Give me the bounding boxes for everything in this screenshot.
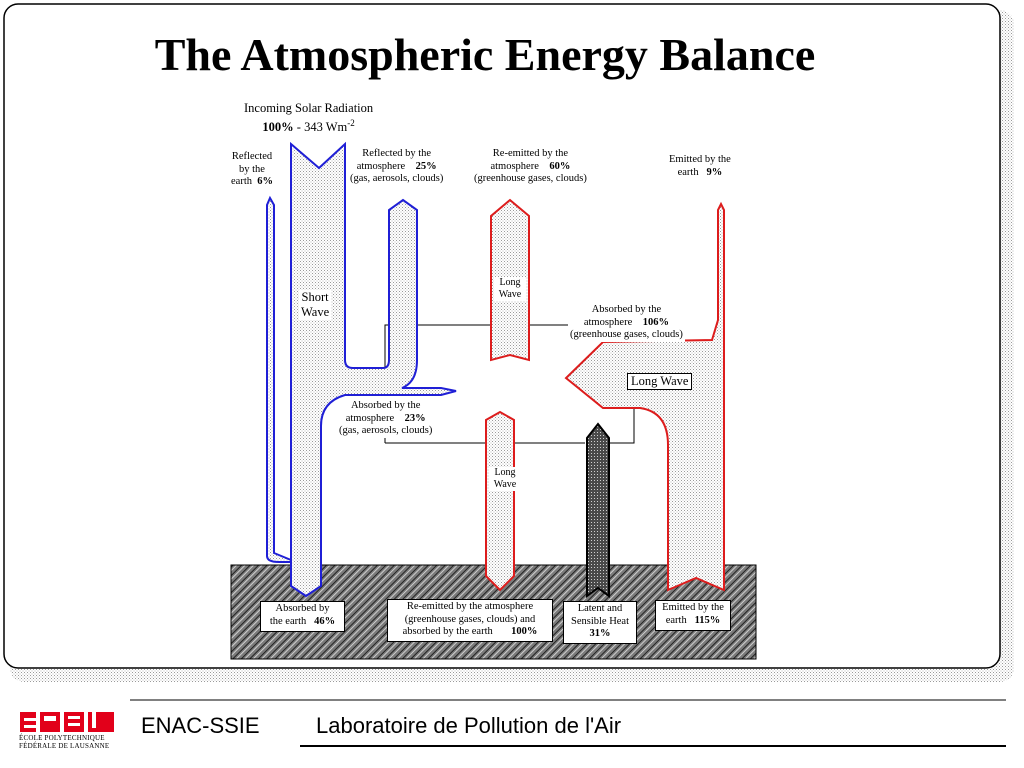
- long-wave-bottom-arrow: [485, 410, 515, 592]
- reemitted-atm-label: Re-emitted by the atmosphere 60% (greenh…: [474, 148, 587, 184]
- footer-dept: ENAC-SSIE: [141, 713, 260, 738]
- absorbed-earth-box: Absorbed by the earth 46%: [260, 601, 345, 632]
- latent-heat-arrow: [586, 422, 610, 598]
- emitted-earth-shape: [564, 201, 725, 592]
- absorbed-atm-106-label: Absorbed by the atmosphere 106% (greenho…: [568, 304, 685, 342]
- incoming-solar-label: Incoming Solar Radiation 100% - 343 Wm-2: [244, 101, 374, 135]
- emitted-earth-box: Emitted by the earth 115%: [655, 600, 731, 631]
- reflected-earth-arrow: [266, 195, 292, 563]
- epfl-logo-mark: [20, 712, 114, 732]
- long-wave-bottom-label: Long Wave: [489, 467, 521, 491]
- reemitted-earth-box: Re-emitted by the atmosphere (greenhouse…: [387, 599, 553, 642]
- latent-heat-box: Latent and Sensible Heat 31%: [563, 601, 637, 644]
- reflected-earth-label: Reflected by the earth 6%: [231, 151, 273, 187]
- emitted-atm-label: Emitted by the earth 9%: [669, 154, 731, 178]
- short-wave-label: Short Wave: [299, 290, 332, 320]
- reflected-atm-label: Reflected by the atmosphere 25% (gas, ae…: [350, 148, 444, 184]
- absorbed-atm-23-label: Absorbed by the atmosphere 23% (gas, aer…: [337, 400, 435, 438]
- long-wave-right-label: Long Wave: [627, 373, 693, 390]
- page-title: The Atmospheric Energy Balance: [154, 29, 816, 80]
- long-wave-top-label: Long Wave: [494, 277, 526, 301]
- short-wave-shape: [290, 141, 457, 598]
- footer-lab: Laboratoire de Pollution de l'Air: [316, 713, 622, 738]
- logo-subtitle: ÉCOLE POLYTECHNIQUE FÉDÉRALE DE LAUSANNE: [19, 734, 110, 750]
